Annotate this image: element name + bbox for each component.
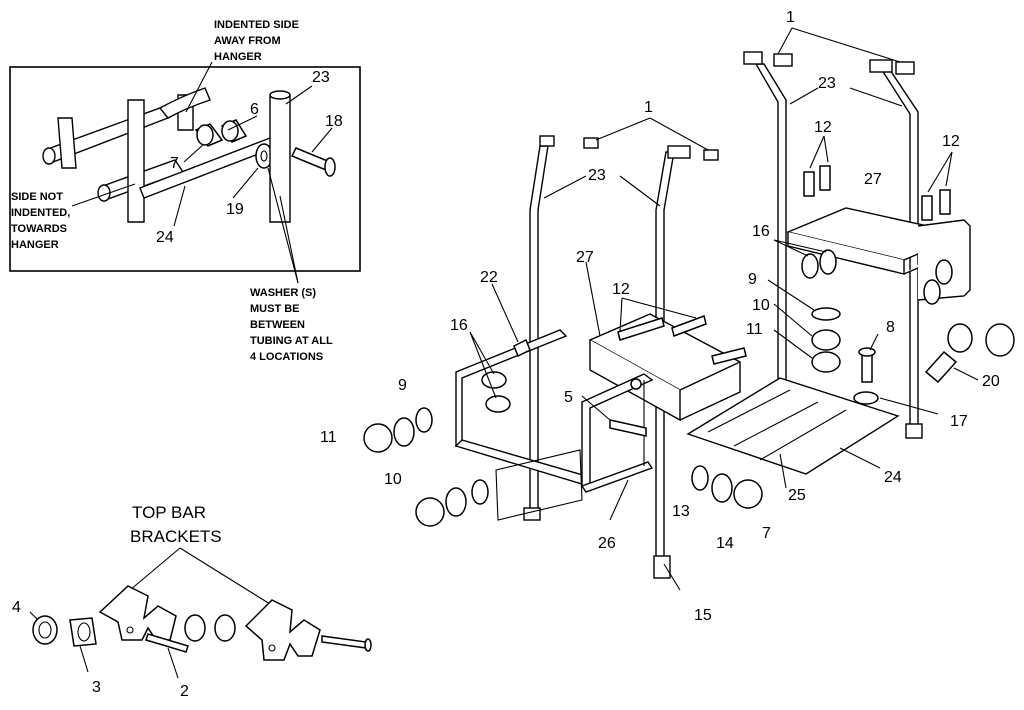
rear-label-25: 25 xyxy=(788,487,806,504)
inset-tube-23 xyxy=(269,94,291,223)
inset-border xyxy=(9,66,361,272)
top-bar-caption-2: BRACKETS xyxy=(130,527,222,546)
rear-label-11: 11 xyxy=(746,321,763,338)
note-washer-2: MUST BE xyxy=(250,303,300,315)
front-label-9: 9 xyxy=(398,377,407,394)
inset-label-6: 6 xyxy=(250,101,259,118)
front-label-5: 5 xyxy=(564,389,573,406)
front-label-15: 15 xyxy=(694,607,712,624)
nuts-middle xyxy=(184,614,236,642)
front-label-7: 7 xyxy=(762,525,771,542)
note-indented-2: AWAY FROM xyxy=(214,35,281,47)
note-washer-5: 4 LOCATIONS xyxy=(250,351,323,363)
nut-4 xyxy=(32,615,58,645)
inset-label-18: 18 xyxy=(325,113,343,130)
rear-label-1: 1 xyxy=(786,9,795,26)
rear-label-17: 17 xyxy=(950,413,968,430)
inset-detail: INDENTED SIDE AWAY FROM HANGER SIDE NOT … xyxy=(9,19,361,363)
label-4: 4 xyxy=(12,599,21,616)
rear-label-16: 16 xyxy=(752,223,770,240)
top-bar-caption-1: TOP BAR xyxy=(132,503,206,522)
note-indented-3: HANGER xyxy=(214,51,262,63)
note-not-indented-1: SIDE NOT xyxy=(11,191,63,203)
front-label-27: 27 xyxy=(576,249,594,266)
front-label-14: 14 xyxy=(716,535,734,552)
bolt-2 xyxy=(145,633,189,653)
bracket-left xyxy=(98,585,177,641)
bracket-right xyxy=(244,599,321,661)
front-label-22: 22 xyxy=(480,269,498,286)
rear-label-27: 27 xyxy=(864,171,882,188)
note-washer-3: BETWEEN xyxy=(250,319,305,331)
inset-label-7: 7 xyxy=(170,155,179,172)
rear-label-23: 23 xyxy=(818,75,836,92)
rear-label-24: 24 xyxy=(884,469,902,486)
inset-label-23: 23 xyxy=(312,69,330,86)
front-label-1: 1 xyxy=(644,99,653,116)
note-not-indented-3: TOWARDS xyxy=(11,223,67,235)
rear-label-8: 8 xyxy=(886,319,895,336)
note-washer-1: WASHER (S) xyxy=(250,287,316,299)
rear-label-9: 9 xyxy=(748,271,757,288)
label-2: 2 xyxy=(180,683,189,700)
rear-label-10: 10 xyxy=(752,297,770,314)
nut-3 xyxy=(69,617,97,647)
note-washer-4: TUBING AT ALL xyxy=(250,335,333,347)
top-bar-brackets: TOP BAR BRACKETS xyxy=(12,503,372,700)
inset-label-19: 19 xyxy=(226,201,244,218)
inset-label-24: 24 xyxy=(156,229,174,246)
rear-label-12b: 12 xyxy=(942,133,960,150)
front-label-16: 16 xyxy=(450,317,468,334)
front-frame: 1 23 22 27 12 16 9 11 10 5 26 13 14 7 15 xyxy=(320,99,771,624)
inset-hanger xyxy=(42,87,211,223)
rear-label-20: 20 xyxy=(982,373,1000,390)
note-not-indented-4: HANGER xyxy=(11,239,59,251)
inset-bolt-18 xyxy=(290,147,336,177)
front-label-13: 13 xyxy=(672,503,690,520)
front-label-26: 26 xyxy=(598,535,616,552)
note-not-indented-2: INDENTED, xyxy=(11,207,70,219)
bolt-right xyxy=(321,635,372,652)
front-label-11: 11 xyxy=(320,429,337,446)
label-3: 3 xyxy=(92,679,101,696)
inset-nut-6 xyxy=(194,119,248,147)
rear-frame: 1 23 12 12 27 16 9 10 11 8 20 17 24 25 xyxy=(686,9,1015,504)
rear-label-12a: 12 xyxy=(814,119,832,136)
front-label-23: 23 xyxy=(588,167,606,184)
front-label-12: 12 xyxy=(612,281,630,298)
note-indented-1: INDENTED SIDE xyxy=(214,19,299,31)
front-label-10: 10 xyxy=(384,471,402,488)
